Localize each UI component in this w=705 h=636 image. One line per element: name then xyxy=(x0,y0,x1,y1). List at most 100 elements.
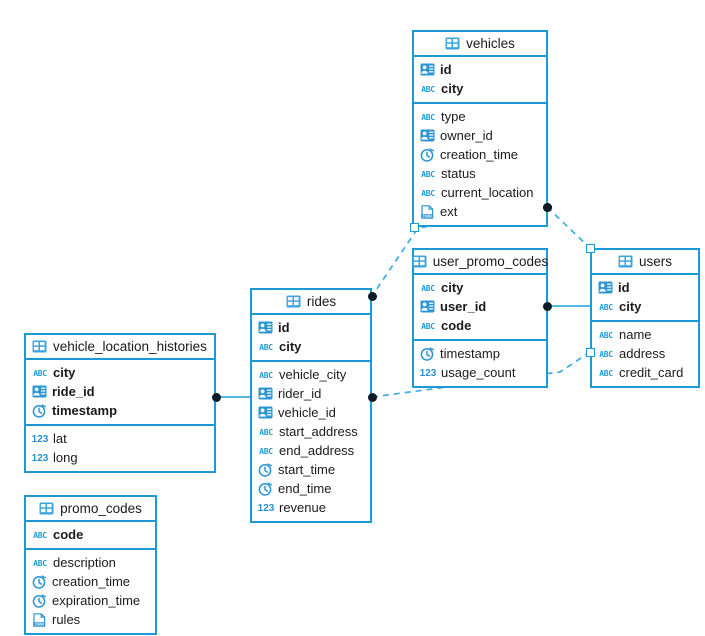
column-row[interactable]: start_time xyxy=(252,460,370,479)
table-header-promo_codes[interactable]: promo_codes xyxy=(26,497,155,522)
column-row[interactable]: vehicle_id xyxy=(252,403,370,422)
column-label: address xyxy=(619,346,666,361)
table-header-vehicle_location_histories[interactable]: vehicle_location_histories xyxy=(26,335,214,360)
column-row[interactable]: rider_id xyxy=(252,384,370,403)
column-label: owner_id xyxy=(440,128,493,143)
column-label: end_time xyxy=(278,481,332,496)
abc-icon: ABC xyxy=(421,169,435,179)
column-label: start_address xyxy=(279,424,358,439)
123-icon: 123 xyxy=(31,452,49,464)
many-endpoint-user_promo_codes-users-from xyxy=(542,301,552,311)
clock-icon xyxy=(258,462,273,477)
abc-icon: ABC xyxy=(33,530,47,540)
abc-icon: ABC xyxy=(421,188,435,198)
column-row[interactable]: expiration_time xyxy=(26,591,155,610)
primary-key-row[interactable]: id xyxy=(252,318,370,337)
many-endpoint-vehicle_location_histories-rides-from xyxy=(211,392,221,402)
table-header-user_promo_codes[interactable]: user_promo_codes xyxy=(412,250,549,275)
column-row[interactable]: 123 long xyxy=(26,448,214,467)
column-label: expiration_time xyxy=(52,593,141,608)
column-label: status xyxy=(441,166,476,181)
abc-icon: ABC xyxy=(599,302,613,312)
primary-key-row[interactable]: id xyxy=(414,60,546,79)
123-icon: 123 xyxy=(419,367,437,379)
table-name: vehicle_location_histories xyxy=(53,339,207,354)
primary-key-label: ride_id xyxy=(52,384,95,399)
column-label: long xyxy=(53,450,78,465)
column-label: creation_time xyxy=(440,147,519,162)
column-label: timestamp xyxy=(440,346,500,361)
primary-key-row[interactable]: id xyxy=(592,278,698,297)
primary-key-row[interactable]: ABC code xyxy=(26,525,155,544)
abc-icon: ABC xyxy=(33,368,47,378)
table-header-vehicles[interactable]: vehicles xyxy=(414,32,546,57)
column-row[interactable]: timestamp xyxy=(414,344,546,363)
column-row[interactable]: end_time xyxy=(252,479,370,498)
column-label: current_location xyxy=(441,185,534,200)
id-card-icon xyxy=(32,385,47,398)
primary-key-row[interactable]: timestamp xyxy=(26,401,214,420)
table-header-users[interactable]: users xyxy=(592,250,698,275)
primary-key-label: id xyxy=(278,320,290,335)
id-card-icon xyxy=(420,63,435,76)
svg-text:JSON: JSON xyxy=(34,621,44,626)
primary-key-label: city xyxy=(441,81,464,96)
abc-icon: ABC xyxy=(421,283,435,293)
table-name: vehicles xyxy=(466,36,515,51)
column-row[interactable]: JSON rules xyxy=(26,610,155,629)
primary-key-row[interactable]: ride_id xyxy=(26,382,214,401)
table-icon xyxy=(286,295,301,308)
123-icon: 123 xyxy=(31,433,49,445)
column-row[interactable]: owner_id xyxy=(414,126,546,145)
table-name: user_promo_codes xyxy=(432,254,549,269)
id-card-icon xyxy=(420,129,435,142)
abc-icon: ABC xyxy=(599,368,613,378)
abc-icon: ABC xyxy=(259,370,273,380)
id-card-icon xyxy=(420,300,435,313)
123-icon: 123 xyxy=(257,502,275,514)
column-row[interactable]: ABC current_location xyxy=(414,183,546,202)
column-row[interactable]: ABC status xyxy=(414,164,546,183)
abc-icon: ABC xyxy=(259,446,273,456)
primary-key-row[interactable]: user_id xyxy=(414,297,546,316)
column-row[interactable]: creation_time xyxy=(26,572,155,591)
abc-icon: ABC xyxy=(599,330,613,340)
column-row[interactable]: creation_time xyxy=(414,145,546,164)
abc-icon: ABC xyxy=(259,342,273,352)
primary-key-label: timestamp xyxy=(52,403,118,418)
table-header-rides[interactable]: rides xyxy=(252,290,370,315)
table-name: users xyxy=(638,254,672,269)
primary-key-label: code xyxy=(53,527,84,542)
column-label: rules xyxy=(52,612,81,627)
clock-icon xyxy=(32,574,47,589)
